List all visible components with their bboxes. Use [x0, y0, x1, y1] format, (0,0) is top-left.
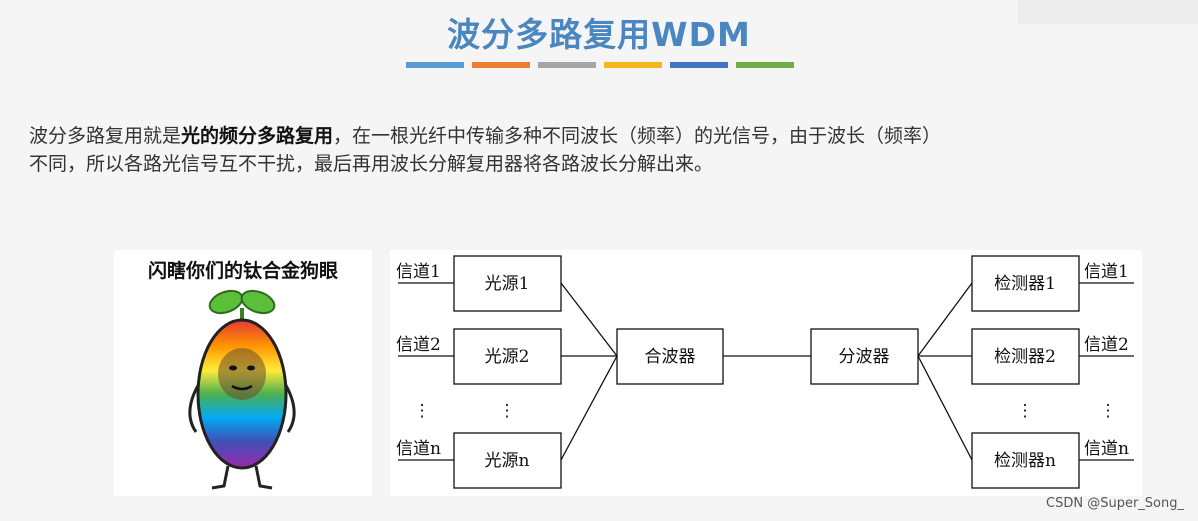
stripe-4 — [604, 62, 662, 68]
detector-label-n: 检测器n — [994, 451, 1056, 471]
paragraph-bold-term: 光的频分多路复用 — [181, 125, 334, 147]
title-underline-stripes — [406, 62, 794, 68]
ellipsis-output: ⋮ — [1100, 401, 1117, 421]
output-channel-label-2: 信道2 — [1084, 335, 1129, 355]
slide-title: 波分多路复用WDM — [447, 15, 751, 54]
ellipsis-detectors: ⋮ — [1017, 401, 1034, 421]
paragraph-line-1: 波分多路复用就是光的频分多路复用，在一根光纤中传输多种不同波长（频率）的光信号，… — [29, 122, 1189, 150]
description-paragraph: 波分多路复用就是光的频分多路复用，在一根光纤中传输多种不同波长（频率）的光信号，… — [29, 122, 1189, 178]
paragraph-text-rest: ，在一根光纤中传输多种不同波长（频率）的光信号，由于波长（频率） — [333, 125, 942, 147]
wdm-diagram: 信道1 信道2 信道n 光源1 光源2 光源n 合波器 分波器 检测器1 检测器… — [390, 250, 1142, 496]
demultiplexer-label: 分波器 — [839, 347, 890, 367]
rainbow-bean-sticker — [188, 289, 296, 490]
stripe-2 — [472, 62, 530, 68]
meme-image: 闪瞎你们的钛合金狗眼 — [114, 250, 372, 496]
paragraph-line-2: 不同，所以各路光信号互不干扰，最后再用波长分解复用器将各路波长分解出来。 — [29, 153, 714, 175]
source-label-1: 光源1 — [485, 274, 530, 294]
input-channel-label-1: 信道1 — [396, 262, 441, 282]
detector-label-1: 检测器1 — [994, 274, 1056, 294]
source-label-2: 光源2 — [485, 347, 530, 367]
output-channel-label-1: 信道1 — [1084, 262, 1129, 282]
ellipsis-input: ⋮ — [414, 401, 431, 421]
stripe-5 — [670, 62, 728, 68]
input-channel-label-2: 信道2 — [396, 335, 441, 355]
meme-caption: 闪瞎你们的钛合金狗眼 — [147, 260, 338, 282]
wdm-diagram-svg: 信道1 信道2 信道n 光源1 光源2 光源n 合波器 分波器 检测器1 检测器… — [396, 255, 1134, 489]
csdn-watermark: CSDN @Super_Song_ — [1046, 496, 1184, 511]
ellipsis-sources: ⋮ — [499, 401, 516, 421]
source-label-n: 光源n — [485, 451, 530, 471]
input-channel-label-n: 信道n — [396, 439, 441, 459]
stripe-1 — [406, 62, 464, 68]
paragraph-text-start: 波分多路复用就是 — [29, 125, 182, 147]
multiplexer-label: 合波器 — [645, 347, 696, 367]
detector-label-2: 检测器2 — [994, 347, 1056, 367]
corner-shade — [1018, 0, 1198, 24]
stripe-6 — [736, 62, 794, 68]
stripe-3 — [538, 62, 596, 68]
output-channel-label-n: 信道n — [1084, 439, 1129, 459]
